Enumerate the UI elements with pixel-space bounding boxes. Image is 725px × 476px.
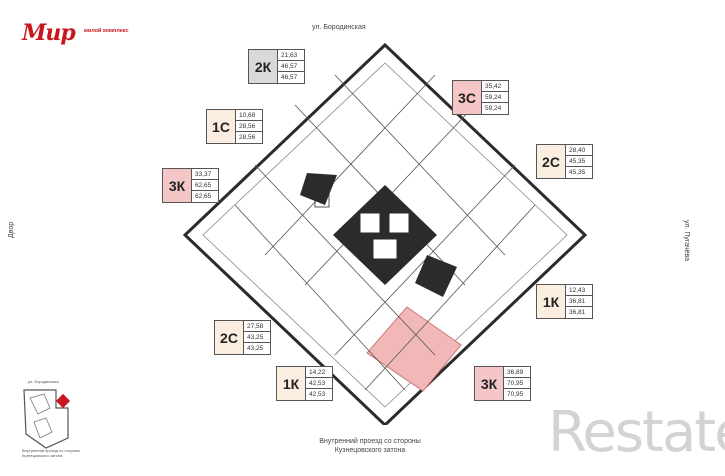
living-area: 36,89 xyxy=(504,367,530,378)
living-area: 33,37 xyxy=(192,169,218,180)
apartment-type: 1К xyxy=(277,367,306,400)
total-area-alt: 42,53 xyxy=(309,391,326,398)
apartment-badge-3k-bottom[interactable]: 3К 36,89 70,95 70,95 xyxy=(474,366,531,401)
keyplan-selected-marker xyxy=(55,393,71,409)
apartment-badge-2k[interactable]: 2К 21,63 46,57 46,57 xyxy=(248,49,305,84)
street-label-top: ул. Бородинская xyxy=(312,24,366,31)
keyplan-note: Внутренний проезд со стороны Кузнецовско… xyxy=(22,448,81,458)
street-bottom-line2: Кузнецовского затона xyxy=(334,447,406,454)
total-area-alt: 46,57 xyxy=(281,74,298,81)
living-area: 10,68 xyxy=(236,110,262,121)
apartment-badge-1k-bottom[interactable]: 1К 14,22 42,53 42,53 xyxy=(276,366,333,401)
total-area: 46,57 xyxy=(278,61,304,72)
keyplan-map xyxy=(23,389,71,449)
total-area: 59,24 xyxy=(482,92,508,103)
total-area: 28,56 xyxy=(236,121,262,132)
street-label-bottom: Внутренний проезд со стороны Кузнецовско… xyxy=(300,437,440,455)
total-area: 45,35 xyxy=(566,156,592,167)
total-area-alt: 62,65 xyxy=(195,193,212,200)
living-area: 14,22 xyxy=(306,367,332,378)
living-area: 21,63 xyxy=(278,50,304,61)
apartment-badge-2s-right[interactable]: 2С 28,40 45,35 45,35 xyxy=(536,144,593,179)
apartment-type: 3К xyxy=(163,169,192,202)
apartment-badge-3s[interactable]: 3С 35,42 59,24 59,24 xyxy=(452,80,509,115)
total-area: 36,81 xyxy=(566,296,592,307)
total-area: 42,53 xyxy=(306,378,332,389)
interior-walls xyxy=(234,74,536,391)
apartment-badge-2s-left[interactable]: 2С 27,58 43,25 43,25 xyxy=(214,320,271,355)
living-area: 12,43 xyxy=(566,285,592,296)
apartment-type: 1С xyxy=(207,110,236,143)
floor-plan xyxy=(182,42,588,425)
total-area-alt: 36,81 xyxy=(569,309,586,316)
logo: Мир жилой комплекс xyxy=(22,20,132,50)
street-label-left: Двор xyxy=(8,221,15,238)
total-area: 43,25 xyxy=(244,332,270,343)
street-bottom-line1: Внутренний проезд со стороны xyxy=(319,438,421,445)
total-area-alt: 70,95 xyxy=(507,391,524,398)
apartment-badge-1s[interactable]: 1С 10,68 28,56 28,56 xyxy=(206,109,263,144)
total-area-alt: 43,25 xyxy=(247,345,264,352)
keyplan-street-label: ул. Бородинская xyxy=(28,379,59,384)
total-area-alt: 45,35 xyxy=(569,169,586,176)
total-area: 62,65 xyxy=(192,180,218,191)
street-label-right: ул. Пугачёва xyxy=(683,220,690,262)
apartment-type: 1К xyxy=(537,285,566,318)
watermark-logo: Restate xyxy=(548,400,725,465)
logo-subtitle: жилой комплекс xyxy=(84,28,129,34)
living-area: 27,58 xyxy=(244,321,270,332)
living-area: 35,42 xyxy=(482,81,508,92)
living-area: 28,40 xyxy=(566,145,592,156)
core-stairs-elevators xyxy=(300,173,457,297)
apartment-type: 2К xyxy=(249,50,278,83)
apartment-type: 2С xyxy=(215,321,244,354)
apartment-type: 3К xyxy=(475,367,504,400)
total-area-alt: 28,56 xyxy=(239,134,256,141)
apartment-type: 2С xyxy=(537,145,566,178)
total-area: 70,95 xyxy=(504,378,530,389)
apartment-type: 3С xyxy=(453,81,482,114)
selected-apartment[interactable] xyxy=(366,306,462,392)
total-area-alt: 59,24 xyxy=(485,105,502,112)
apartment-badge-1k-right[interactable]: 1К 12,43 36,81 36,81 xyxy=(536,284,593,319)
logo-wordmark: Мир xyxy=(22,20,76,46)
apartment-badge-3k-left[interactable]: 3К 33,37 62,65 62,65 xyxy=(162,168,219,203)
